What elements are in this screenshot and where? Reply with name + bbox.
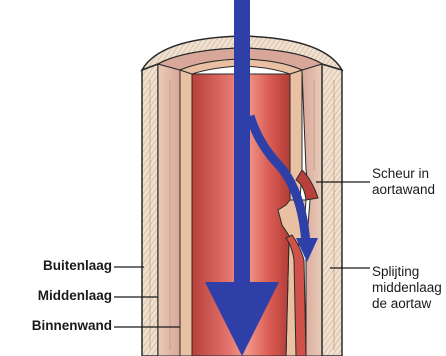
left-media (158, 64, 180, 356)
left-wall (142, 64, 192, 356)
label-binnenwand: Binnenwand (0, 318, 112, 334)
label-buitenlaag: Buitenlaag (0, 258, 112, 274)
right-adventitia (322, 64, 342, 356)
label-scheur-line-1: Scheur in (372, 166, 446, 182)
label-middenlaag: Middenlaag (0, 288, 112, 304)
label-splijting-line-1: Splijting (372, 264, 446, 280)
label-splijting: Splijting middenlaag de aortaw (372, 264, 446, 312)
label-splijting-line-2: middenlaag (372, 280, 446, 296)
label-scheur: Scheur in aortawand (372, 166, 446, 198)
label-scheur-line-2: aortawand (372, 182, 446, 198)
label-splijting-line-3: de aortaw (372, 296, 446, 312)
left-intima (180, 70, 192, 356)
